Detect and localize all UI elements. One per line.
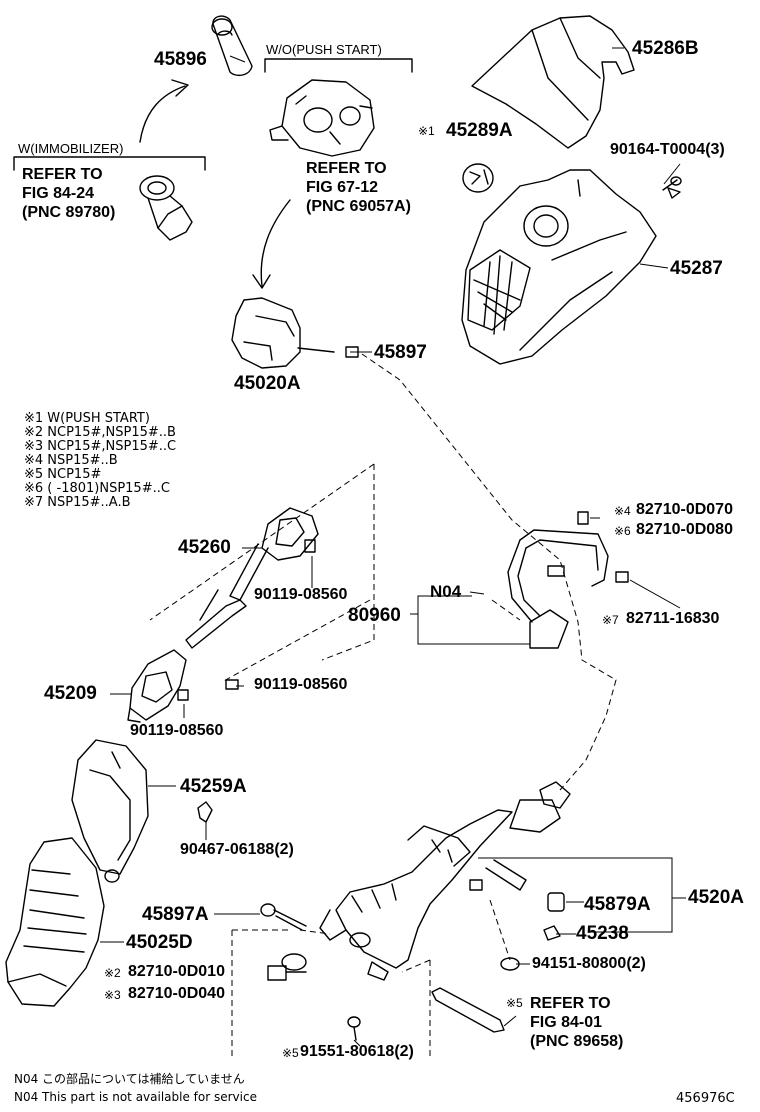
label-82710-0D040: 82710-0D040 (128, 985, 225, 1002)
figure-id: 456976C (676, 1091, 735, 1106)
legend-item-7: ※7 NSP15#..A.B (24, 495, 131, 510)
legend-item-3: ※3 NCP15#,NSP15#..C (24, 439, 177, 454)
refer-84-01-line2: FIG 84-01 (530, 1014, 603, 1031)
label-wo-push-start: W/O(PUSH START) (266, 42, 382, 57)
mark-refer-84-01: ※5 (506, 996, 523, 1010)
dashed-guide-bolt (299, 929, 331, 935)
screw-90164-icon (662, 176, 682, 199)
label-82710-0D070: 82710-0D070 (636, 501, 733, 518)
mark-91551: ※5 (282, 1046, 299, 1060)
part-80960-icon (507, 511, 629, 649)
part-immobilizer-icon (139, 175, 193, 241)
legend-item-5: ※5 NCP15# (24, 467, 102, 482)
label-90467: 90467-06188(2) (180, 841, 294, 858)
bracket-wo-push-start (264, 58, 413, 73)
label-82710-0D010: 82710-0D010 (128, 963, 225, 980)
mark-45289A: ※1 (418, 124, 435, 138)
part-45260-icon (185, 507, 319, 649)
mark-82711: ※7 (602, 613, 619, 627)
label-45020A: 45020A (234, 373, 301, 394)
dashed-guide-45260-frame (149, 463, 375, 661)
part-ignition-switch-icon (269, 79, 375, 157)
legend: ※1 W(PUSH START) ※2 NCP15#,NSP15#..B ※3 … (24, 412, 176, 510)
refer-immobilizer-line1: REFER TO (22, 166, 103, 183)
mark-82710-0D040: ※3 (104, 988, 121, 1002)
part-45259A-icon (71, 739, 149, 883)
label-45025D: 45025D (126, 932, 193, 953)
dashed-guide-4520A (489, 899, 511, 961)
label-45879A: 45879A (584, 894, 651, 915)
part-45287-icon (461, 169, 657, 365)
label-91551: 91551-80618(2) (300, 1043, 414, 1060)
part-84-01-bracket-icon (431, 987, 505, 1033)
part-45289A-icon (462, 163, 494, 193)
part-45286B-icon (471, 15, 635, 149)
label-45259A: 45259A (180, 776, 247, 797)
footer-n04-en: N04 This part is not available for servi… (14, 1090, 257, 1104)
label-45896: 45896 (154, 49, 207, 70)
label-45209: 45209 (44, 683, 97, 704)
dashed-guide-right-frame (401, 959, 431, 1060)
arrow-immobilizer-to-45896 (139, 79, 189, 143)
connector-82710-icon (267, 953, 307, 981)
label-45260: 45260 (178, 537, 231, 558)
mark-82710-0D080: ※6 (614, 524, 631, 538)
screw-91551-icon (347, 1016, 361, 1041)
part-45020-steering-column-icon (319, 781, 571, 981)
legend-item-2: ※2 NCP15#,NSP15#..B (24, 425, 176, 440)
refer-84-01: REFER TO FIG 84-01 (PNC 89658) (530, 994, 623, 1051)
dashed-guide-clip (221, 599, 371, 683)
footer-n04-jp: N04 この部品については補給していません (14, 1072, 245, 1086)
legend-item-4: ※4 NSP15#..B (24, 453, 118, 468)
dashed-guide-45020A-to-column (361, 353, 617, 791)
label-45238: 45238 (576, 923, 629, 944)
refer-84-01-line3: (PNC 89658) (530, 1033, 624, 1050)
label-45287: 45287 (670, 258, 723, 279)
label-w-immobilizer: W(IMMOBILIZER) (18, 141, 124, 156)
mark-82710-0D010: ※2 (104, 966, 121, 980)
part-45896-icon (211, 15, 253, 77)
refer-push-start: REFER TO FIG 67-12 (PNC 69057A) (306, 159, 411, 216)
refer-push-start-line1: REFER TO (306, 160, 387, 177)
refer-immobilizer-line2: FIG 84-24 (22, 185, 95, 202)
bracket-w-immobilizer (13, 156, 206, 171)
part-45025D-icon (5, 837, 105, 1007)
label-82710-0D080: 82710-0D080 (636, 521, 733, 538)
label-82711: 82711-16830 (626, 610, 720, 627)
label-4520A: 4520A (688, 887, 744, 908)
bolt-45897A-icon (260, 903, 307, 931)
dashed-guide-left-frame (231, 929, 290, 1060)
refer-immobilizer-line3: (PNC 89780) (22, 204, 116, 221)
part-45879A-icon (547, 892, 565, 912)
refer-84-01-line1: REFER TO (530, 995, 611, 1012)
label-45897A: 45897A (142, 904, 209, 925)
refer-immobilizer: REFER TO FIG 84-24 (PNC 89780) (22, 165, 115, 222)
legend-item-6: ※6 ( -1801)NSP15#..C (24, 481, 170, 496)
refer-push-start-line3: (PNC 69057A) (306, 198, 411, 215)
label-90164: 90164-T0004(3) (610, 141, 725, 158)
label-45286B: 45286B (632, 38, 699, 59)
label-80960: 80960 (348, 605, 401, 626)
part-45238-icon (543, 925, 561, 941)
label-N04: N04 (430, 582, 462, 601)
refer-push-start-line2: FIG 67-12 (306, 179, 379, 196)
label-90119-a: 90119-08560 (254, 586, 348, 603)
part-45020A-icon (231, 297, 359, 369)
legend-item-1: ※1 W(PUSH START) (24, 411, 150, 426)
label-90119-b: 90119-08560 (254, 676, 348, 693)
clip-90467-icon (197, 801, 213, 823)
part-45209-icon (127, 649, 239, 723)
label-45897: 45897 (374, 342, 427, 363)
dashed-guide-80960 (491, 599, 521, 621)
arrow-refer-to-45020A (252, 199, 291, 289)
label-94151: 94151-80800(2) (532, 955, 646, 972)
label-45289A: 45289A (446, 120, 513, 141)
mark-82710-0D070: ※4 (614, 504, 631, 518)
label-90119-c: 90119-08560 (130, 722, 224, 739)
